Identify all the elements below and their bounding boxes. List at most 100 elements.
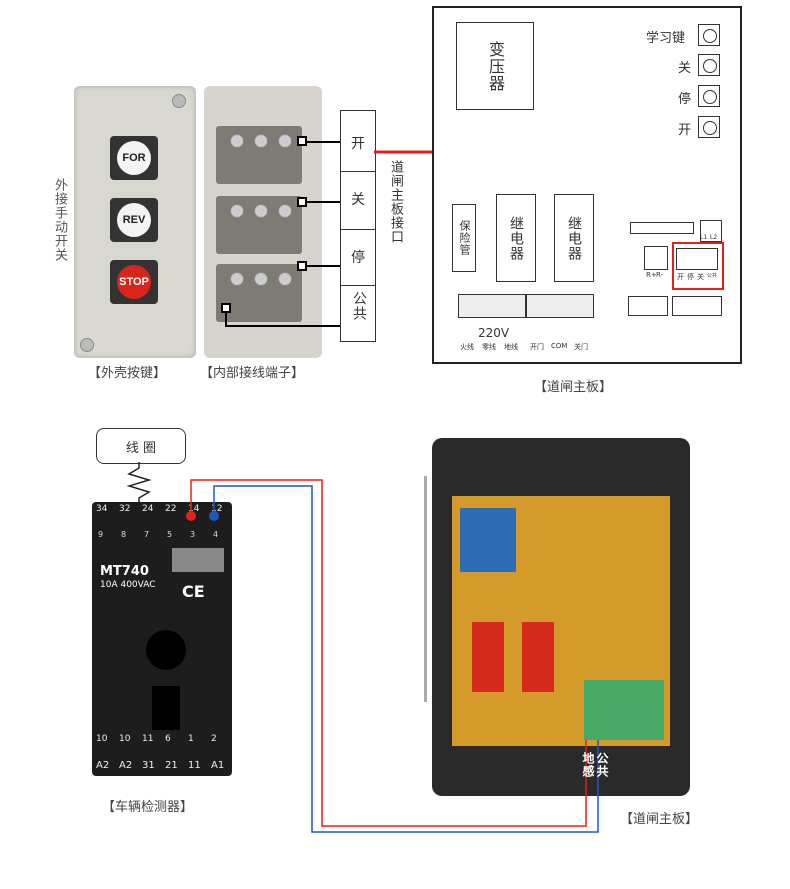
mini-terminal bbox=[700, 220, 722, 242]
open-key-label: 开 bbox=[678, 123, 692, 138]
terminal-box bbox=[204, 86, 322, 358]
manual-switch-label: 外接手动开关 bbox=[52, 178, 67, 262]
top-pin: 5 bbox=[167, 530, 173, 539]
top-num: 12 bbox=[211, 504, 223, 514]
relay-box-1: 继电器 bbox=[496, 194, 536, 282]
key-terminal-open-label: 开 bbox=[677, 273, 684, 281]
detector-slot bbox=[152, 686, 180, 730]
stop-button[interactable]: STOP bbox=[110, 260, 158, 304]
fuse-box: 保险管 bbox=[452, 204, 476, 272]
screw-icon bbox=[254, 272, 268, 286]
stop-key-icon[interactable] bbox=[698, 85, 720, 107]
mini-terminal-label-2: L2 bbox=[710, 234, 718, 241]
top-num: 24 bbox=[142, 504, 154, 514]
bottom-label: 31 bbox=[142, 760, 155, 771]
enclosure bbox=[424, 438, 690, 796]
fuse-label: 保险管 bbox=[458, 220, 471, 256]
bottom-num: 10 bbox=[96, 734, 108, 744]
pm-label-2: R- bbox=[656, 271, 664, 279]
inductor-label: 地感 bbox=[581, 752, 595, 778]
top-pin: 8 bbox=[121, 530, 127, 539]
detector-body: MT740 10A 400VAC CE bbox=[92, 502, 232, 776]
key-terminal bbox=[676, 248, 718, 270]
coil-wire bbox=[126, 462, 152, 506]
power-label-ground: 地线 bbox=[504, 343, 518, 351]
relay-com-label: COM bbox=[551, 342, 568, 350]
screw-icon bbox=[254, 134, 268, 148]
terminal-caption: 【内部接线端子】 bbox=[200, 366, 305, 381]
antenna bbox=[424, 476, 427, 702]
pcb bbox=[452, 496, 670, 746]
board-photo-caption: 【道闸主板】 bbox=[620, 812, 699, 827]
relay-label-2: 继电器 bbox=[566, 215, 582, 261]
power-label-neutral: 零线 bbox=[482, 343, 496, 351]
detector-caption: 【车辆检测器】 bbox=[102, 800, 194, 815]
learn-key-icon[interactable] bbox=[698, 24, 720, 46]
shell-caption: 【外壳按键】 bbox=[88, 366, 167, 381]
rev-button[interactable]: REV bbox=[110, 198, 158, 242]
detector-rating: 10A 400VAC bbox=[100, 580, 156, 590]
mini-terminal-label-1: L1 bbox=[700, 234, 708, 241]
top-num: 34 bbox=[96, 504, 108, 514]
relay-close-label: 关门 bbox=[574, 343, 588, 351]
close-key-label: 关 bbox=[678, 61, 692, 76]
connector-strip bbox=[630, 222, 694, 234]
common-label: 公共 bbox=[595, 752, 609, 778]
pcb-relay-2 bbox=[522, 622, 554, 692]
screw-icon bbox=[80, 338, 94, 352]
open-key-icon[interactable] bbox=[698, 116, 720, 138]
transformer-box: 变压器 bbox=[456, 22, 534, 110]
detector-label-plate bbox=[172, 548, 224, 572]
for-button[interactable]: FOR bbox=[110, 136, 158, 180]
pcb-relay-1 bbox=[472, 622, 504, 692]
top-num: 14 bbox=[188, 504, 200, 514]
coil-box: 线 圈 bbox=[96, 428, 186, 464]
ce-mark: CE bbox=[182, 582, 205, 601]
rev-button-label: REV bbox=[117, 203, 151, 237]
pm-label-1: R+ bbox=[646, 271, 657, 279]
screw-icon bbox=[230, 272, 244, 286]
switch-shell: FOR REV STOP bbox=[74, 86, 196, 358]
terminal-open-label: 开 bbox=[351, 136, 365, 152]
key-terminal-close-label: 关 bbox=[697, 273, 704, 281]
relay-label-1: 继电器 bbox=[508, 215, 524, 261]
terminal-block-relay bbox=[526, 294, 594, 318]
board-top-caption: 【道闸主板】 bbox=[534, 380, 613, 395]
pcb-transformer bbox=[460, 508, 516, 572]
top-pin: 7 bbox=[144, 530, 150, 539]
bottom-label: A2 bbox=[96, 760, 110, 771]
detector-model: MT740 bbox=[100, 564, 149, 579]
power-label-fire: 火线 bbox=[460, 343, 474, 351]
bottom-label: 21 bbox=[165, 760, 178, 771]
board-schematic: 变压器 学习键 关 停 开 保险管 继电器 继电器 L1 L2 R+ R- 开 … bbox=[432, 6, 742, 364]
bottom-num: 2 bbox=[211, 734, 217, 744]
terminal-block-aux-2 bbox=[672, 296, 722, 316]
screw-icon bbox=[254, 204, 268, 218]
board-interface-label: 道闸主板接口 bbox=[388, 160, 403, 244]
key-terminal-highlight bbox=[672, 242, 724, 290]
terminal-block-power bbox=[458, 294, 526, 318]
bottom-num: 6 bbox=[165, 734, 171, 744]
for-button-label: FOR bbox=[117, 141, 151, 175]
top-pin: 3 bbox=[190, 530, 196, 539]
bottom-num: 10 bbox=[119, 734, 131, 744]
terminal-common-label: 公共 bbox=[351, 291, 367, 321]
learn-key-label: 学习键 bbox=[646, 31, 686, 46]
top-num: 32 bbox=[119, 504, 131, 514]
bottom-label: A1 bbox=[211, 760, 225, 771]
voltage-label: 220V bbox=[478, 326, 510, 340]
key-terminal-common-label: 公共 bbox=[707, 273, 718, 279]
detector-bottom-row: 10 10 11 6 1 2 A2 A2 31 21 11 A1 bbox=[92, 734, 232, 774]
close-key-icon[interactable] bbox=[698, 54, 720, 76]
terminal-label-table: 开 关 停 公共 bbox=[340, 110, 376, 342]
screw-icon bbox=[278, 272, 292, 286]
screw-icon bbox=[278, 204, 292, 218]
detector-top-row: 34 32 24 22 14 12 9 8 7 5 3 4 bbox=[92, 502, 232, 542]
top-num: 22 bbox=[165, 504, 177, 514]
top-pin: 9 bbox=[98, 530, 104, 539]
bottom-label: 11 bbox=[188, 760, 201, 771]
bottom-wiring bbox=[186, 479, 599, 833]
bottom-label: A2 bbox=[119, 760, 133, 771]
screw-icon bbox=[172, 94, 186, 108]
pm-terminal bbox=[644, 246, 668, 270]
